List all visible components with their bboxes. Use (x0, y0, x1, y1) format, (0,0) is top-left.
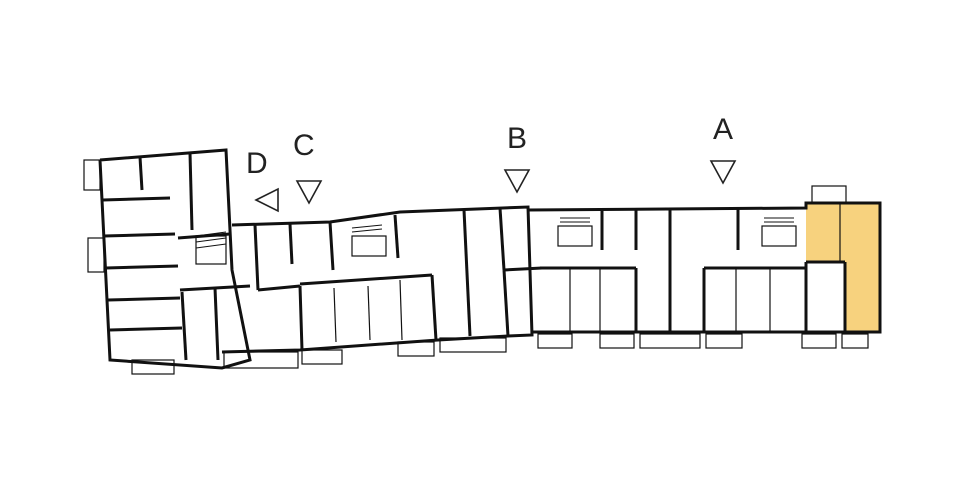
entrance-d-arrow[interactable] (254, 187, 279, 213)
highlighted-apartment[interactable] (806, 203, 880, 332)
entrance-d-label: D (246, 147, 268, 180)
stairs (195, 217, 794, 249)
entrance-a-arrow[interactable] (709, 160, 737, 185)
wing-right[interactable] (527, 201, 882, 334)
entrance-c-label: C (293, 129, 315, 162)
wing-left (98, 148, 252, 370)
entrance-c-arrow[interactable] (295, 180, 323, 205)
wing-middle (221, 205, 543, 354)
entrance-b-arrow[interactable] (503, 169, 531, 194)
entrance-b-label: B (507, 122, 528, 155)
entrance-a-label: A (713, 113, 734, 146)
